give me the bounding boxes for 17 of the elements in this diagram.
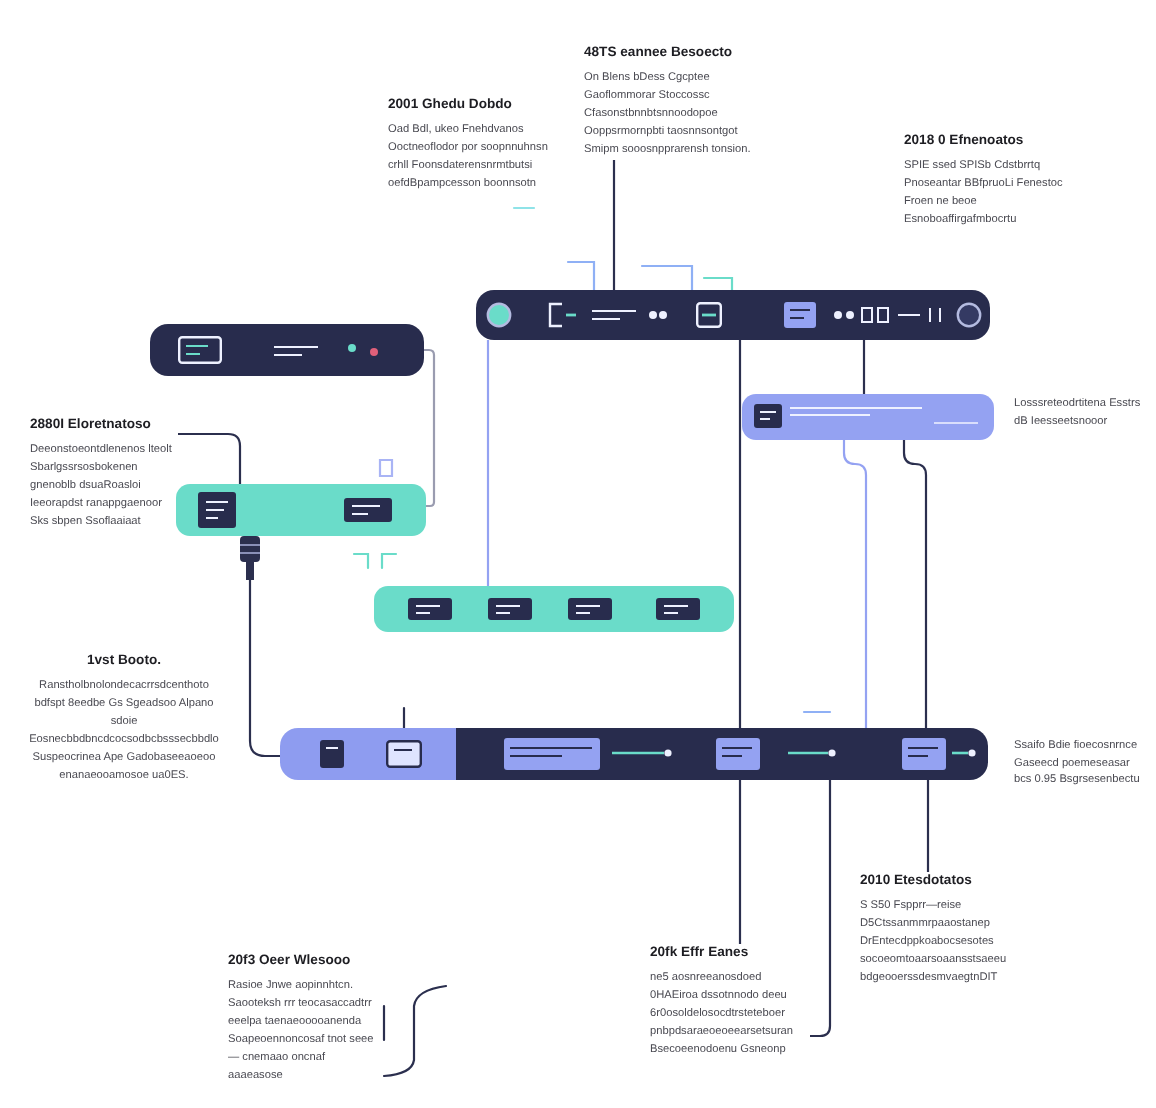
- device-panel: [742, 394, 994, 440]
- connector-line: [248, 580, 280, 758]
- connector-line: [738, 340, 742, 728]
- device-bar: [280, 728, 988, 780]
- connector-line: [862, 340, 866, 394]
- device-panel: [176, 484, 426, 536]
- connector-line: [842, 440, 868, 728]
- device-panel: [374, 586, 734, 632]
- device-bar: [150, 324, 424, 376]
- connector-line: [178, 432, 242, 484]
- device-bar: [476, 290, 990, 340]
- connector-line: [738, 780, 742, 944]
- connector-line: [926, 780, 930, 872]
- connector-line: [612, 160, 616, 290]
- connector-line: [902, 440, 928, 728]
- plug-icon: [238, 536, 262, 580]
- connector-line: [486, 340, 490, 586]
